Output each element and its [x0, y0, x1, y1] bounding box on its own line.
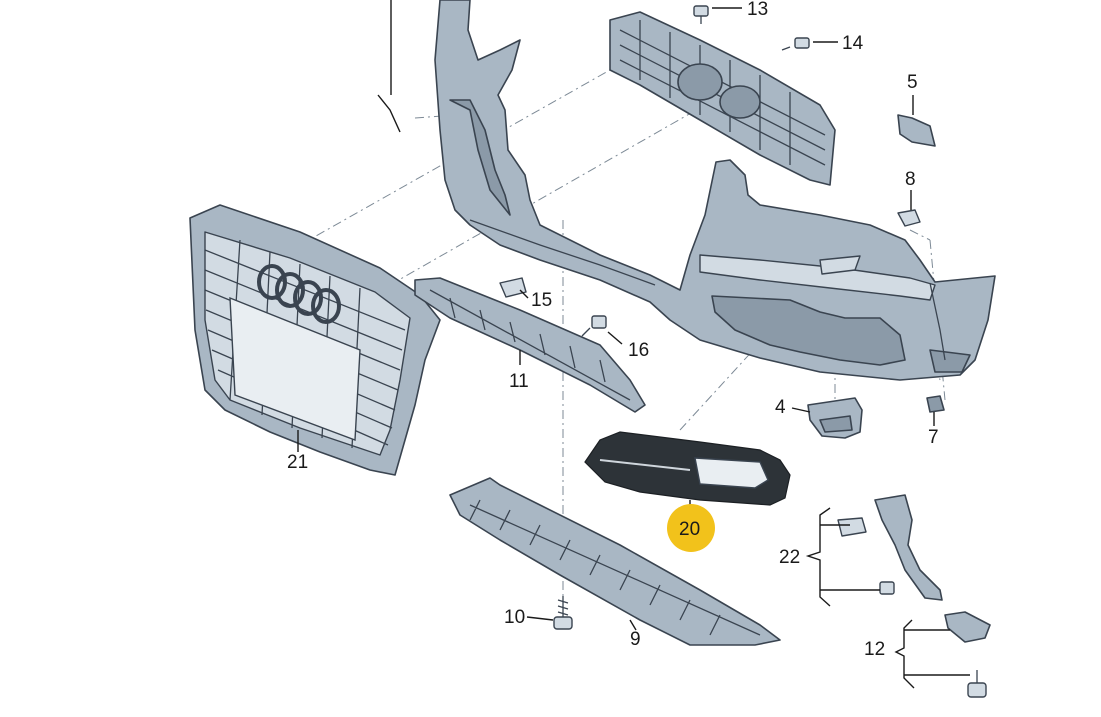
front-grille: [189, 204, 441, 476]
fog-light-grille: [584, 431, 791, 506]
label-5: 5: [907, 72, 918, 93]
label-9: 9: [630, 629, 641, 650]
highlight-badge: [667, 504, 715, 552]
screw-16-icon: [581, 315, 607, 337]
label-14: 14: [842, 33, 864, 54]
underbody-deflector: [449, 477, 781, 646]
audi-rings-logo: [257, 264, 341, 324]
label-15: 15: [531, 290, 552, 311]
leader-lines: [297, 0, 970, 689]
label-12: 12: [864, 639, 885, 660]
label-20: 20: [679, 519, 700, 540]
screw-13-icon: [693, 5, 709, 24]
label-11: 11: [509, 371, 529, 392]
label-7: 7: [928, 427, 939, 448]
part-labels: 13 14 5 8 15 16 11 4 7 21 20 22 10 9 12: [287, 0, 939, 660]
bracket-set-22: [837, 494, 943, 601]
clip-5: [897, 114, 936, 147]
label-16: 16: [628, 340, 649, 361]
screw-14-icon: [781, 37, 810, 51]
mounting-plug: [807, 397, 863, 439]
clip-15-icon: [499, 277, 527, 298]
label-13: 13: [747, 0, 768, 20]
bumper-cover: [434, 0, 996, 381]
label-4: 4: [775, 397, 786, 418]
center-bracket: [414, 277, 646, 413]
clip-8: [897, 209, 921, 227]
label-10: 10: [504, 607, 525, 628]
grille-carrier-bracket: [609, 11, 836, 186]
bracket-set-12: [944, 611, 991, 698]
label-21: 21: [287, 452, 308, 473]
label-8: 8: [905, 169, 916, 190]
label-22: 22: [779, 547, 800, 568]
clip-7: [926, 395, 945, 413]
screw-10-icon: [553, 596, 573, 630]
